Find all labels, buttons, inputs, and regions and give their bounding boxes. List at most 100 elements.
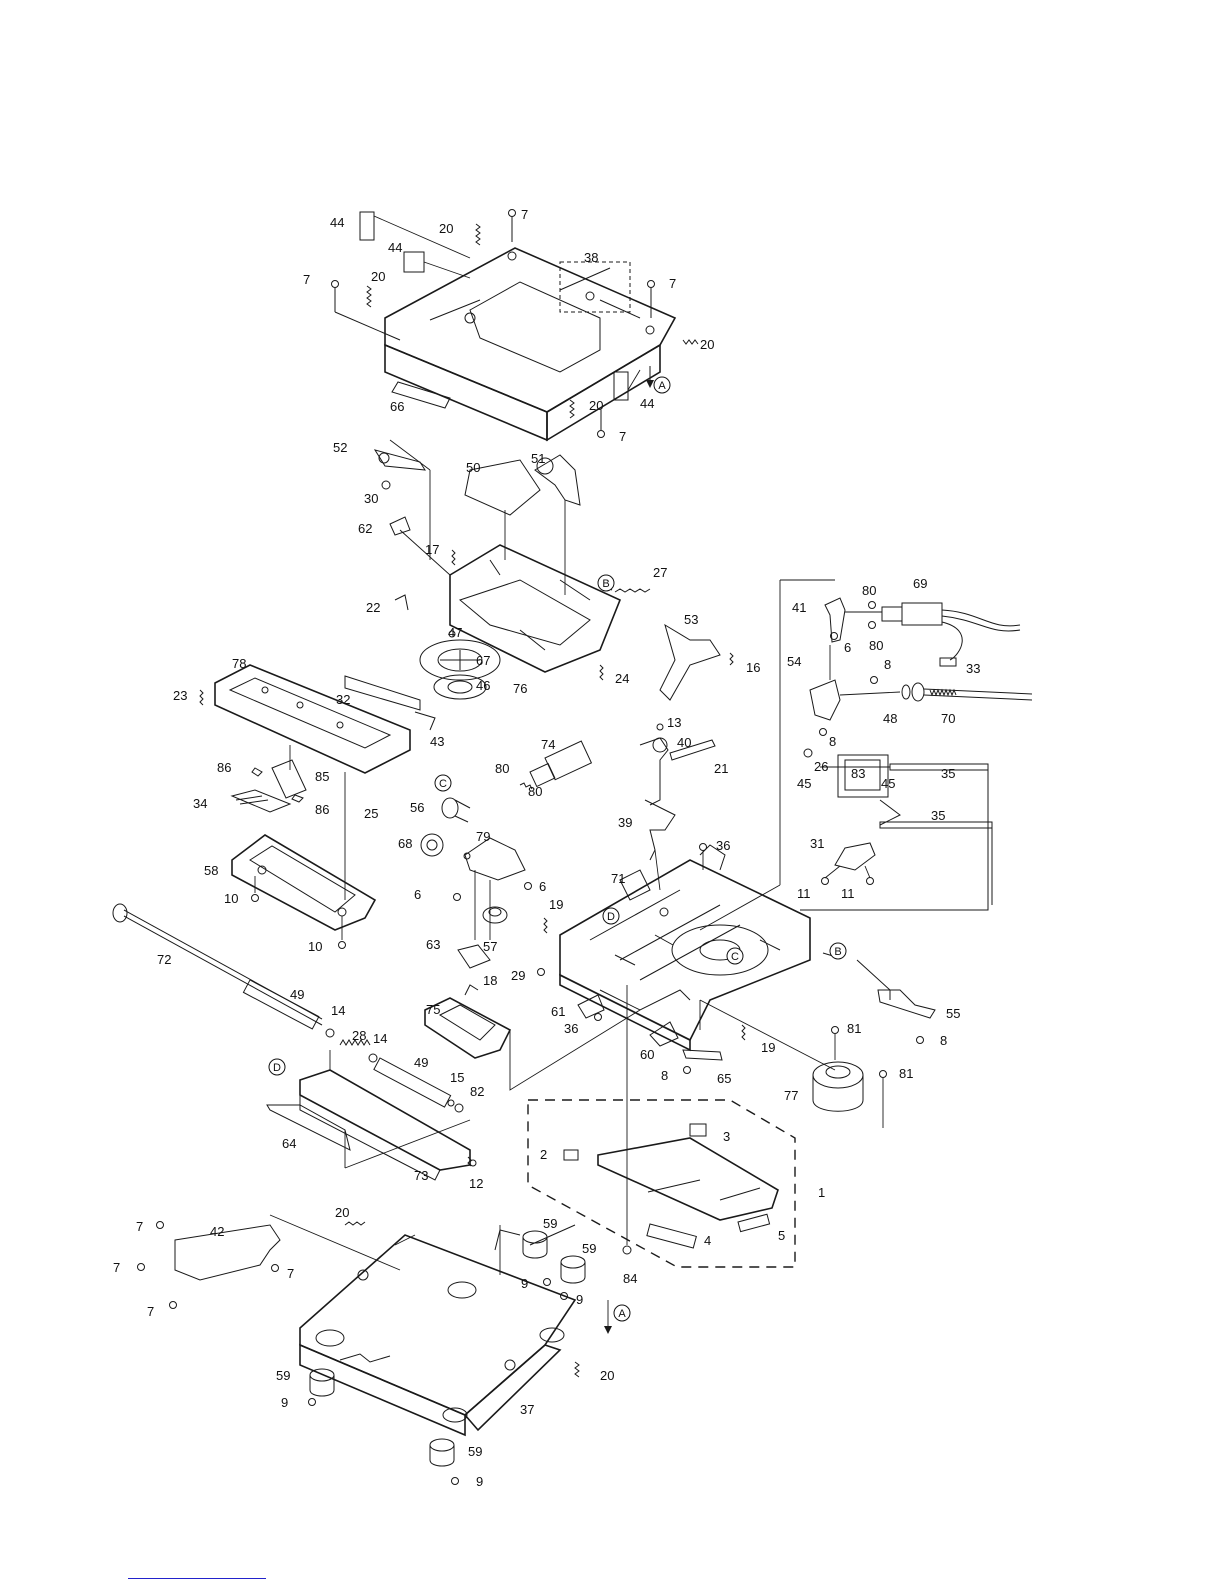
- part-number-label: 2: [540, 1147, 547, 1162]
- part-number-label: 57: [483, 939, 497, 954]
- part-number-label: 58: [204, 863, 218, 878]
- part-number-label: 84: [623, 1271, 637, 1286]
- part-number-label: 67: [476, 653, 490, 668]
- part-number-label: 49: [414, 1055, 428, 1070]
- part-number-label: 60: [640, 1047, 654, 1062]
- reference-marker-letter: B: [834, 946, 841, 958]
- part-number-label: 36: [564, 1021, 578, 1036]
- reference-marker-letter: A: [618, 1308, 626, 1320]
- part-number-label: 7: [521, 207, 528, 222]
- part-number-label: 80: [862, 583, 876, 598]
- part-number-label: 74: [541, 737, 555, 752]
- part-number-label: 49: [290, 987, 304, 1002]
- part-number-label: 40: [677, 735, 691, 750]
- part-number-label: 10: [308, 939, 322, 954]
- part-number-label: 5: [778, 1228, 785, 1243]
- part-number-label: 19: [549, 897, 563, 912]
- part-number-label: 9: [576, 1292, 583, 1307]
- part-number-label: 44: [388, 240, 402, 255]
- part-number-label: 7: [669, 276, 676, 291]
- part-number-label: 44: [330, 215, 344, 230]
- part-number-label: 8: [661, 1068, 668, 1083]
- part-number-label: 34: [193, 796, 207, 811]
- part-number-label: 8: [884, 657, 891, 672]
- part-number-label: 69: [913, 576, 927, 591]
- part-number-label: 16: [746, 660, 760, 675]
- center-mechanism: [420, 740, 641, 1091]
- reference-marker-letter: B: [602, 578, 609, 590]
- part-number-label: 13: [667, 715, 681, 730]
- part-number-label: 17: [425, 542, 439, 557]
- part-number-label: 14: [331, 1003, 345, 1018]
- part-number-label: 26: [814, 759, 828, 774]
- part-number-label: 66: [390, 399, 404, 414]
- part-number-label: 20: [371, 269, 385, 284]
- part-number-label: 59: [276, 1368, 290, 1383]
- part-number-label: 46: [476, 678, 490, 693]
- part-number-label: 68: [398, 836, 412, 851]
- part-number-label: 59: [582, 1241, 596, 1256]
- part-number-label: 80: [528, 784, 542, 799]
- part-number-label: 6: [844, 640, 851, 655]
- part-number-label: 37: [520, 1402, 534, 1417]
- part-number-label: 59: [468, 1444, 482, 1459]
- part-number-label: 45: [881, 776, 895, 791]
- part-number-label: 15: [450, 1070, 464, 1085]
- part-number-label: 64: [282, 1136, 296, 1151]
- part-number-label: 24: [615, 671, 629, 686]
- part-number-label: 72: [157, 952, 171, 967]
- part-number-label: 8: [829, 734, 836, 749]
- bottom-frame: [137, 1214, 612, 1485]
- part-number-label: 9: [521, 1276, 528, 1291]
- part-number-label: 20: [335, 1205, 349, 1220]
- part-number-label: 32: [336, 692, 350, 707]
- reference-marker-letter: D: [607, 911, 615, 923]
- part-number-label: 14: [373, 1031, 387, 1046]
- part-number-label: 29: [511, 968, 525, 983]
- part-number-label: 21: [714, 761, 728, 776]
- part-number-label: 9: [476, 1474, 483, 1489]
- part-number-label: 20: [600, 1368, 614, 1383]
- reference-marker-letter: D: [273, 1062, 281, 1074]
- part-number-label: 86: [217, 760, 231, 775]
- part-number-label: 7: [619, 429, 626, 444]
- part-number-label: 70: [941, 711, 955, 726]
- part-number-label: 79: [476, 829, 490, 844]
- part-number-label: 6: [414, 887, 421, 902]
- part-number-label: 85: [315, 769, 329, 784]
- part-number-label: 48: [883, 711, 897, 726]
- right-side-assembly: [699, 579, 1033, 1128]
- part-number-label: 50: [466, 460, 480, 475]
- part-number-label: 38: [584, 250, 598, 265]
- part-number-label: 41: [792, 600, 806, 615]
- part-number-label: 75: [426, 1002, 440, 1017]
- part-number-label: 20: [700, 337, 714, 352]
- reference-marker-letter: A: [658, 380, 666, 392]
- part-number-label: 42: [210, 1224, 224, 1239]
- part-number-label: 20: [589, 398, 603, 413]
- part-number-label: 8: [940, 1033, 947, 1048]
- part-number-label: 27: [653, 565, 667, 580]
- part-number-label: 23: [173, 688, 187, 703]
- main-chassis: [537, 723, 811, 1245]
- part-number-label: 80: [869, 638, 883, 653]
- reference-markers: [268, 376, 847, 1322]
- left-bracket-and-board: [199, 664, 411, 949]
- part-number-label: 77: [784, 1088, 798, 1103]
- part-number-label: 52: [333, 440, 347, 455]
- part-number-label: 73: [414, 1168, 428, 1183]
- part-number-label: 7: [113, 1260, 120, 1275]
- reference-marker-letter: C: [731, 951, 739, 963]
- part-number-label: 33: [966, 661, 980, 676]
- page-footer-link-underline[interactable]: [128, 1578, 266, 1579]
- part-number-label: 35: [941, 766, 955, 781]
- drive-shaft-assembly: [112, 903, 477, 1181]
- part-number-label: 45: [797, 776, 811, 791]
- part-number-label: 81: [899, 1066, 913, 1081]
- part-number-label: 43: [430, 734, 444, 749]
- part-number-label: 80: [495, 761, 509, 776]
- part-number-label: 7: [287, 1266, 294, 1281]
